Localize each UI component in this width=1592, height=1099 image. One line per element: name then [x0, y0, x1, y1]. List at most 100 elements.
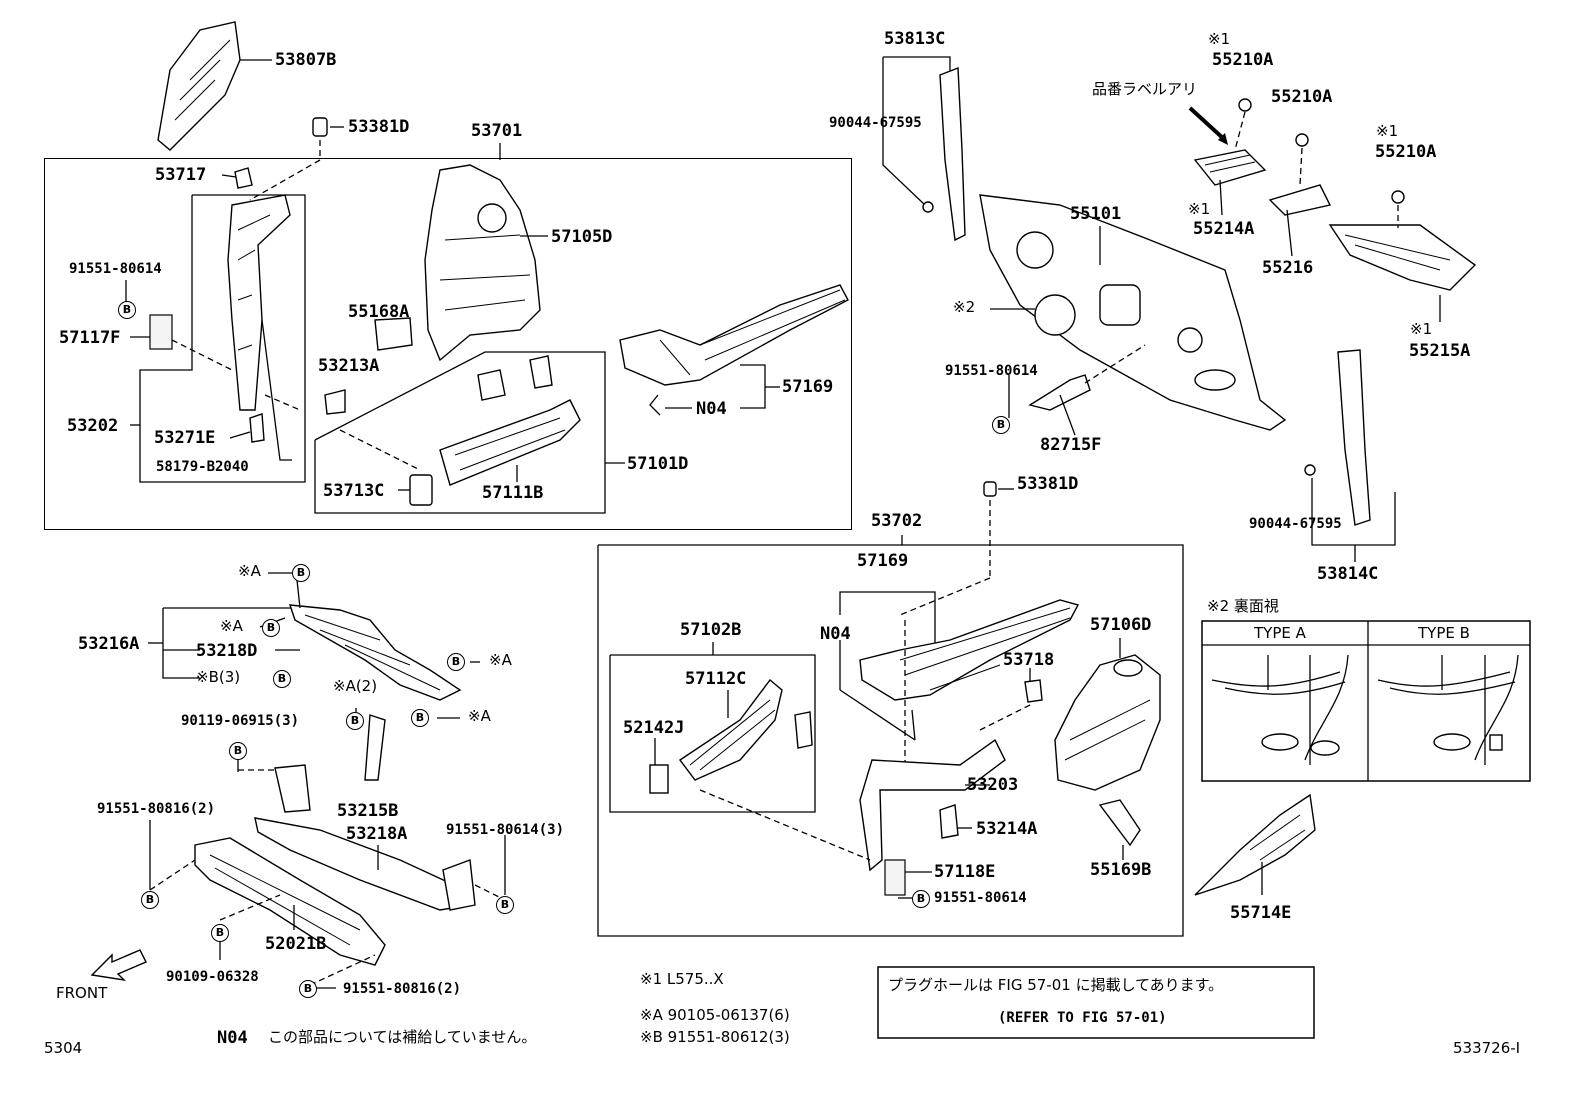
legend-back-view: ※2 裏面視 — [1207, 597, 1279, 615]
part-label[interactable]: 53718 — [1003, 650, 1055, 670]
part-label[interactable]: 53717 — [155, 165, 207, 185]
part-label[interactable]: 53381D — [348, 117, 410, 137]
part-label[interactable]: 55214A — [1193, 219, 1255, 239]
part-55215A-shape — [1328, 224, 1477, 291]
part-label[interactable]: 91551-80614 — [69, 261, 162, 277]
part-label[interactable]: 57112C — [685, 669, 747, 689]
part-label[interactable]: 57118E — [934, 862, 996, 882]
part-label[interactable]: 55168A — [348, 302, 410, 322]
part-label[interactable]: 52021B — [265, 934, 327, 954]
footnote-b: ※B 91551-80612(3) — [640, 1028, 790, 1046]
part-label[interactable]: 57106D — [1090, 615, 1152, 635]
part-label[interactable]: 57111B — [482, 483, 544, 503]
part-label[interactable]: 53381D — [1017, 474, 1079, 494]
note-mark: ※1 — [1208, 30, 1231, 48]
part-label[interactable]: 53218A — [346, 824, 408, 844]
note-mark: ※A — [238, 562, 261, 580]
page-number: 5304 — [44, 1039, 83, 1057]
part-label[interactable]: 55714E — [1230, 903, 1292, 923]
footnote-n04-code: N04 — [217, 1028, 248, 1048]
part-label[interactable]: 55101 — [1070, 204, 1122, 224]
part-label[interactable]: 57169 — [857, 551, 909, 571]
part-label[interactable]: 55210A — [1271, 87, 1333, 107]
part-label[interactable]: 53202 — [67, 416, 119, 436]
part-57117F-shape — [149, 314, 173, 350]
part-label[interactable]: 55210A — [1212, 50, 1274, 70]
note-mark: ※A — [489, 651, 512, 669]
part-label[interactable]: 91551-80816(2) — [97, 801, 216, 817]
note-mark: ※2 — [953, 298, 976, 316]
part-label[interactable]: 53701 — [471, 121, 523, 141]
bolt-marker: B — [211, 924, 229, 942]
part-label[interactable]: 90044-67595 — [1249, 516, 1342, 532]
part-label[interactable]: 55215A — [1409, 341, 1471, 361]
bolt-marker: B — [447, 653, 465, 671]
part-label[interactable]: 82715F — [1040, 435, 1102, 455]
part-label[interactable]: 53203 — [967, 775, 1019, 795]
part-label[interactable]: 55210A — [1375, 142, 1437, 162]
part-53203-shape — [859, 738, 1006, 872]
part-label[interactable]: 53216A — [78, 634, 140, 654]
bolt-marker: B — [992, 416, 1010, 434]
part-label[interactable]: 55216 — [1262, 258, 1314, 278]
part-label[interactable]: 53215B — [337, 801, 399, 821]
part-57106D-shape — [1054, 654, 1161, 791]
part-label[interactable]: 57169 — [782, 377, 834, 397]
note-mark: ※1 — [1188, 200, 1211, 218]
part-label[interactable]: 53713C — [323, 481, 385, 501]
note-mark: ※B(3) — [196, 668, 241, 686]
legend-type-a: TYPE A — [1254, 624, 1306, 642]
part-label[interactable]: 58179-B2040 — [156, 459, 249, 475]
part-label[interactable]: 53702 — [871, 511, 923, 531]
part-57112C-shape — [678, 678, 783, 781]
part-label[interactable]: 52142J — [623, 718, 685, 738]
part-57101D-shape — [439, 399, 581, 486]
part-label[interactable]: 90109-06328 — [166, 969, 259, 985]
part-label[interactable]: 57117F — [59, 328, 121, 348]
part-label[interactable]: 53813C — [884, 29, 946, 49]
bolt-marker: B — [262, 619, 280, 637]
part-55714E-shape — [1194, 793, 1316, 896]
part-label[interactable]: 55169B — [1090, 860, 1152, 880]
part-53814C-shape — [1337, 349, 1371, 526]
part-57169b-shape — [859, 599, 1080, 701]
part-label[interactable]: 91551-80614 — [945, 363, 1038, 379]
note-mark: ※A — [468, 707, 491, 725]
bolt-marker: B — [273, 670, 291, 688]
part-label[interactable]: 53807B — [275, 50, 337, 70]
bolt-marker: B — [496, 896, 514, 914]
part-label[interactable]: 53814C — [1317, 564, 1379, 584]
note-mark: ※1 — [1410, 320, 1433, 338]
bolt-marker: B — [346, 712, 364, 730]
part-label[interactable]: N04 — [820, 624, 851, 644]
part-label[interactable]: 53214A — [976, 819, 1038, 839]
bolt-marker: B — [912, 890, 930, 908]
group-box-53701 — [44, 158, 852, 530]
part-label[interactable]: 91551-80816(2) — [343, 981, 462, 997]
front-arrow-label: FRONT — [56, 984, 108, 1002]
part-53813C-shape — [939, 66, 966, 242]
part-label[interactable]: 90044-67595 — [829, 115, 922, 131]
part-label[interactable]: 90119-06915(3) — [181, 713, 300, 729]
part-label[interactable]: 57105D — [551, 227, 613, 247]
plug-note-line1: プラグホールは FIG 57-01 に掲載してあります。 — [888, 976, 1224, 994]
note-mark: ※A(2) — [333, 677, 378, 695]
part-53215B-shape — [364, 714, 386, 781]
part-label[interactable]: 91551-80614 — [934, 890, 1027, 906]
bolt-marker: B — [229, 742, 247, 760]
note-mark: ※A — [220, 617, 243, 635]
part-label[interactable]: 53213A — [318, 356, 380, 376]
part-55169B-shape — [1098, 799, 1141, 847]
part-57105D-shape — [424, 164, 541, 362]
part-label[interactable]: N04 — [696, 399, 727, 419]
part-53807B-shape — [157, 21, 241, 151]
part-label[interactable]: 53271E — [154, 428, 216, 448]
bolt-marker: B — [141, 891, 159, 909]
part-label[interactable]: 91551-80614(3) — [446, 822, 565, 838]
note-mark: ※1 — [1376, 122, 1399, 140]
plug-note-line2: (REFER TO FIG 57-01) — [998, 1010, 1167, 1026]
part-label[interactable]: 57101D — [627, 454, 689, 474]
part-label[interactable]: 57102B — [680, 620, 742, 640]
part-label[interactable]: 53218D — [196, 641, 258, 661]
